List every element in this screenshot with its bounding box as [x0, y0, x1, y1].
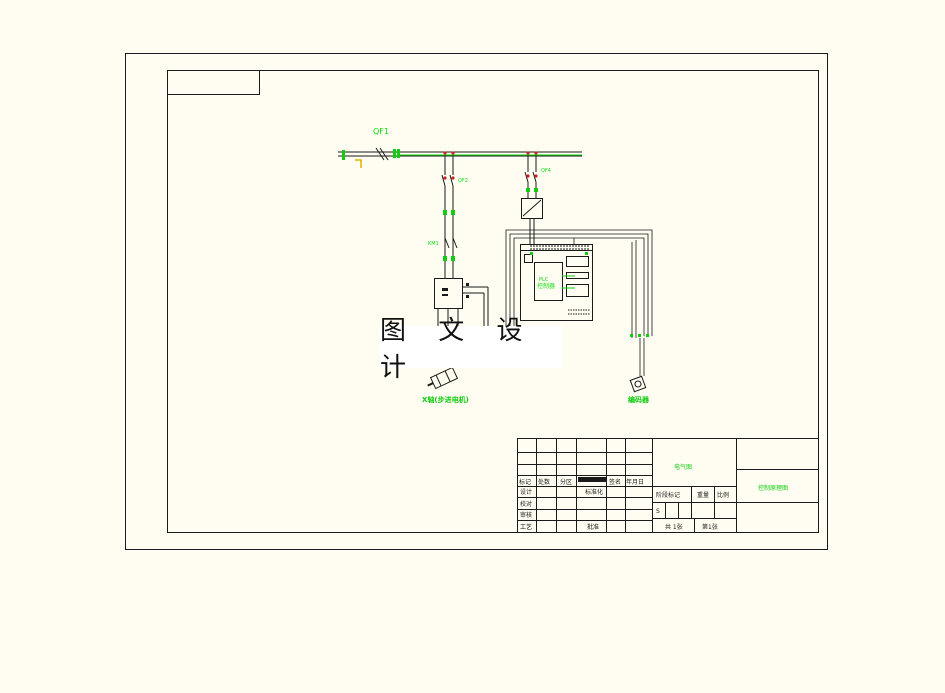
qf1-label: QF1	[373, 127, 389, 136]
watermark: 图 文 设 计	[380, 316, 562, 383]
tb-standardization: 标准化	[585, 488, 603, 496]
tb-scale: 比例	[717, 491, 729, 499]
tb-header-0: 标记	[519, 478, 531, 486]
tb-weight: 重量	[697, 491, 709, 499]
qf2-label: QF2	[458, 178, 468, 184]
tb-stage-mark: 阶段标记	[656, 491, 680, 499]
tb-total-sheets: 共 1张	[665, 523, 683, 531]
plc-wiring-frame	[505, 229, 653, 338]
plc-label-line1: PLC	[539, 277, 549, 283]
outer-frame	[125, 53, 828, 550]
qf4-label: QF4	[541, 168, 551, 174]
tb-row-1: 校对	[520, 500, 532, 508]
tb-row-3: 工艺	[520, 523, 532, 531]
tb-approval: 批准	[587, 523, 599, 531]
inner-frame	[167, 70, 819, 533]
tb-sheet-no: 第1张	[702, 523, 718, 531]
power-supply	[521, 198, 543, 219]
corner-box	[167, 70, 260, 95]
tb-header-1: 处数	[538, 478, 550, 486]
stepper-motor-icon	[427, 366, 459, 390]
tb-header-5: 年月日	[626, 478, 644, 486]
tb-header-2: 分区	[560, 478, 572, 486]
tb-drawing-title: 控制原理图	[758, 484, 788, 492]
km1-contactor	[443, 237, 458, 261]
tb-row-2: 审核	[520, 511, 532, 519]
encoder-label: 编码器	[628, 395, 650, 404]
qf2-breaker	[441, 151, 455, 215]
right-branch-wires	[527, 156, 537, 244]
motor-label: X轴(步进电机)	[422, 395, 469, 404]
qf1-breaker	[342, 147, 400, 168]
tb-header-4: 签名	[609, 478, 621, 486]
title-block-text: 标记 处数 分区 签名 年月日 设计 校对 审核 工艺 标准化 批准 阶段标记 …	[519, 478, 729, 531]
plc-controller: PLC 控制器	[520, 244, 593, 321]
qf4-breaker	[524, 151, 538, 192]
left-branch-wires	[437, 156, 489, 330]
title-block	[517, 438, 819, 533]
title-block-filled-cell	[578, 477, 606, 482]
encoder-icon	[629, 375, 647, 393]
plc-label-line2: 控制器	[537, 282, 555, 290]
stepper-driver	[434, 278, 469, 309]
encoder-terminals	[630, 334, 649, 376]
tb-drawing-type: 电气图	[674, 463, 692, 471]
km1-label: KM1	[428, 241, 439, 247]
tb-row-0: 设计	[520, 488, 532, 496]
tb-stage-s: S	[656, 508, 660, 515]
